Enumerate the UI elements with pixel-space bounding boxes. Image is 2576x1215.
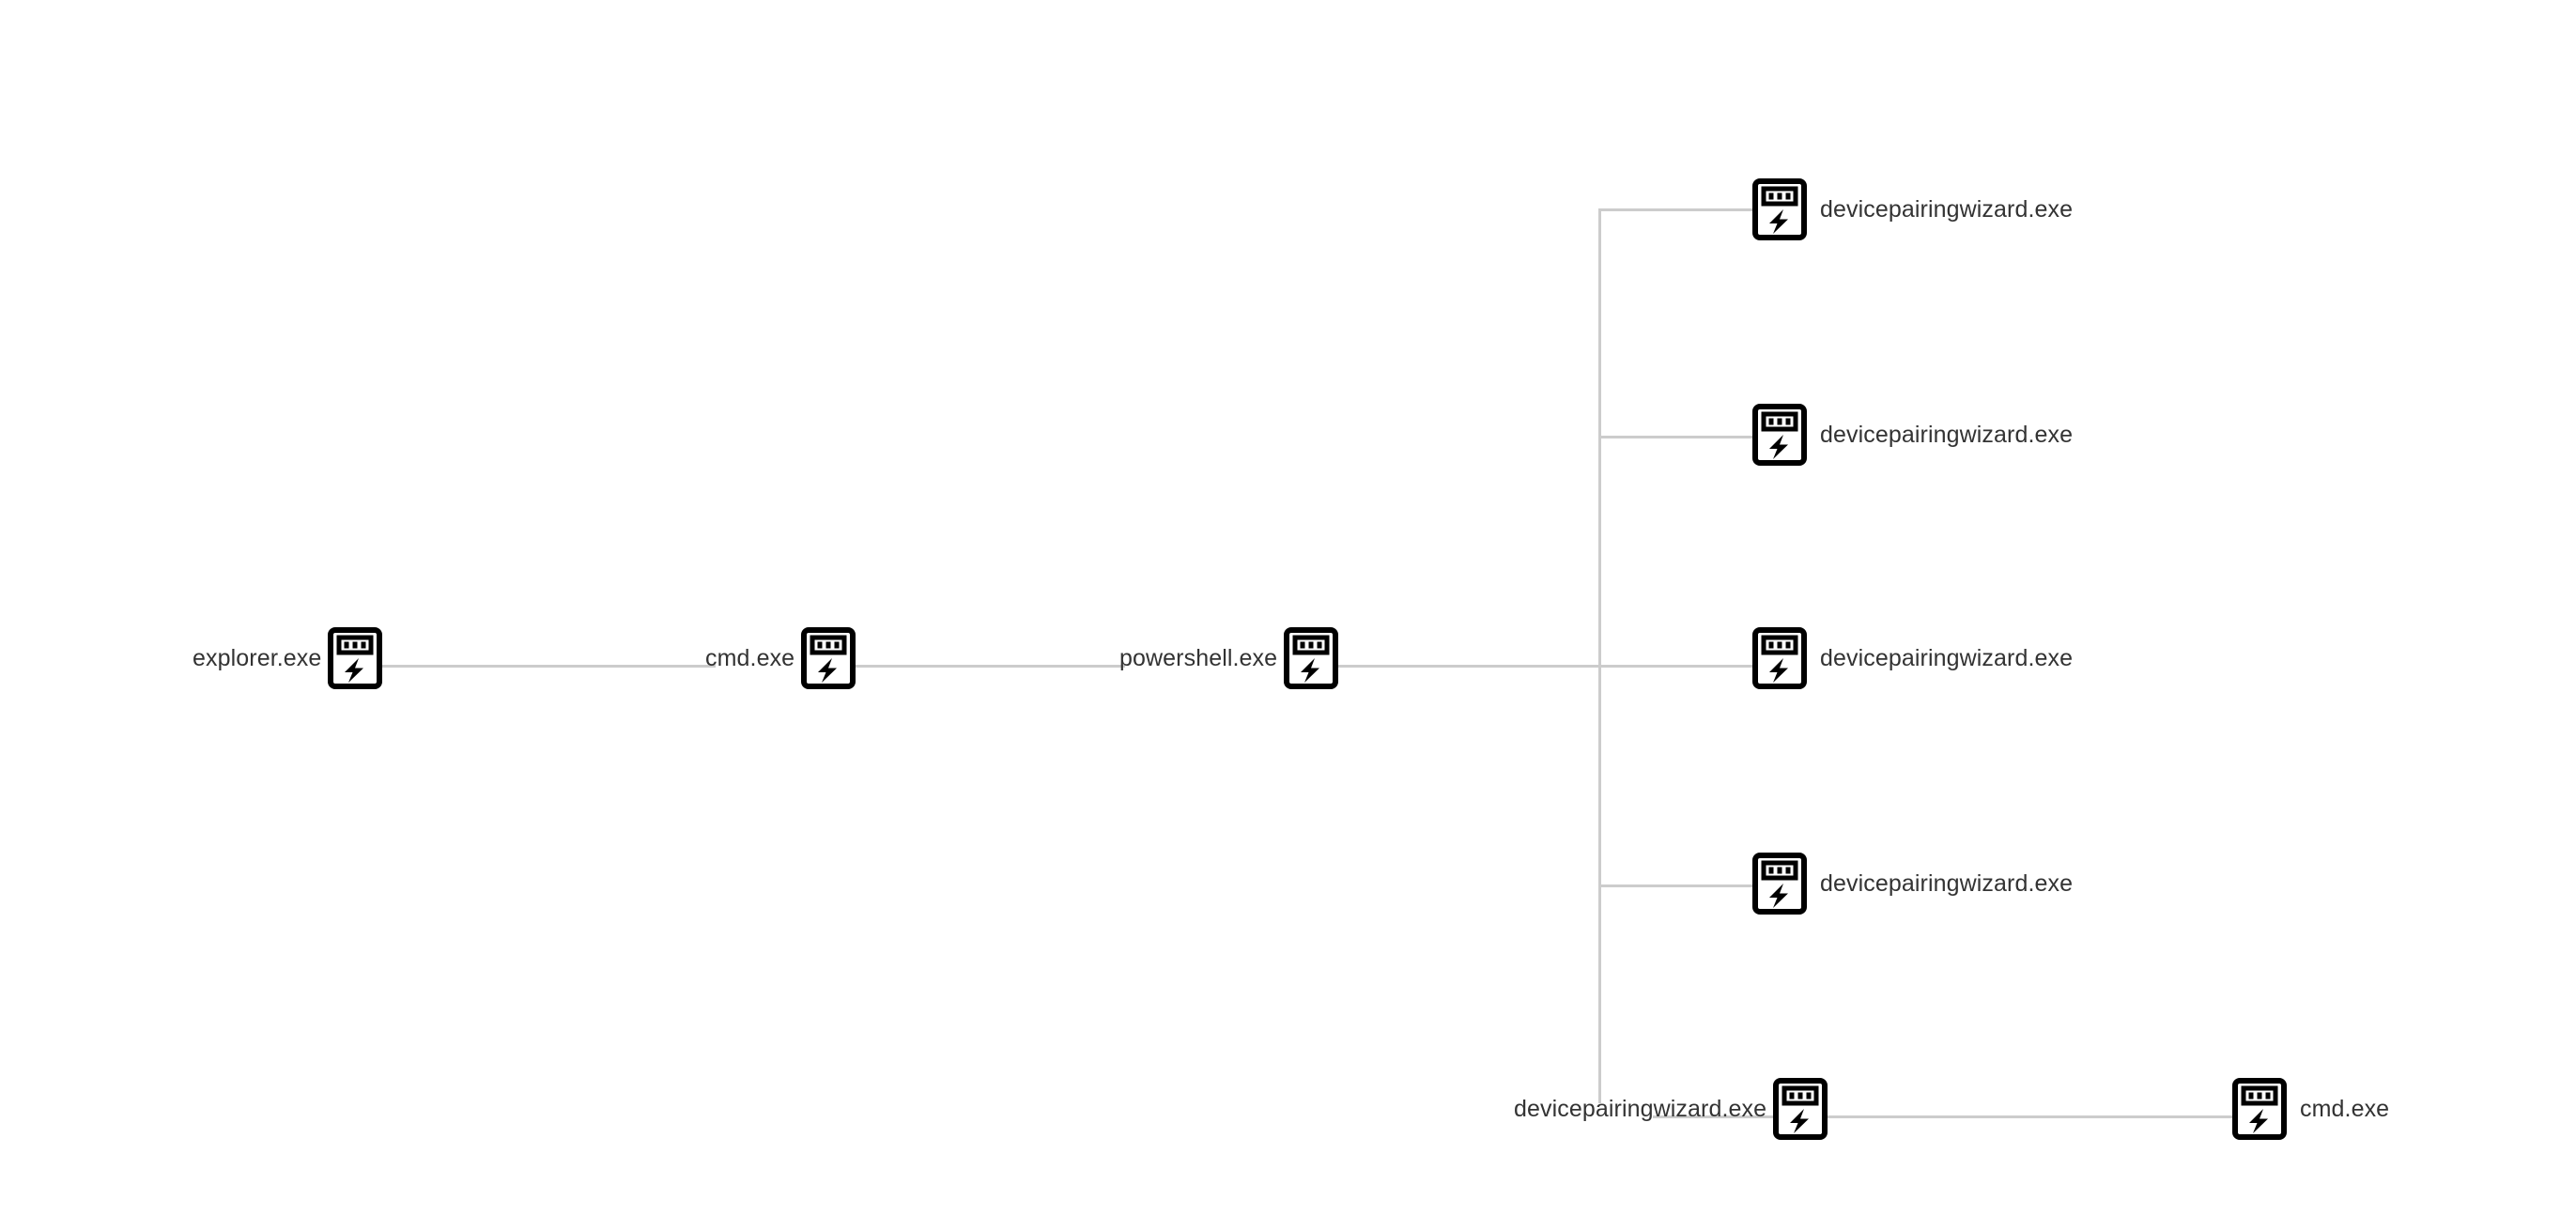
process-executable-icon [1284,627,1339,689]
process-executable-icon [1752,853,1807,915]
process-node-explorer[interactable]: explorer.exe [193,627,383,689]
process-executable-icon [2232,1078,2287,1140]
connector-edge [1598,884,1755,887]
connector-edge [1653,1115,2237,1118]
connector-edge [856,665,1125,668]
connector-edge [1598,436,1755,438]
process-node-label: cmd.exe [705,644,795,671]
process-node-dpw1[interactable]: devicepairingwizard.exe [1752,178,2073,240]
process-node-dpw4[interactable]: devicepairingwizard.exe [1752,853,2073,915]
process-node-label: explorer.exe [193,644,322,671]
process-executable-icon [328,627,383,689]
process-node-cmd2[interactable]: cmd.exe [2232,1078,2389,1140]
connector-edge [1320,665,1755,668]
connector-edge [1598,208,1755,211]
process-node-dpw5[interactable]: devicepairingwizard.exe [1514,1078,1828,1140]
process-node-dpw2[interactable]: devicepairingwizard.exe [1752,404,2073,466]
process-executable-icon [801,627,856,689]
connector-edge [1598,208,1601,1103]
process-node-cmd1[interactable]: cmd.exe [705,627,856,689]
process-node-label: devicepairingwizard.exe [1514,1095,1767,1122]
process-executable-icon [1773,1078,1828,1140]
process-executable-icon [1752,178,1807,240]
process-executable-icon [1752,404,1807,466]
process-node-label: devicepairingwizard.exe [1820,869,2074,897]
process-node-label: devicepairingwizard.exe [1820,421,2074,448]
process-executable-icon [1752,627,1807,689]
process-node-powershell[interactable]: powershell.exe [1119,627,1339,689]
process-node-label: powershell.exe [1119,644,1278,671]
process-node-label: devicepairingwizard.exe [1820,195,2074,223]
process-node-dpw3[interactable]: devicepairingwizard.exe [1752,627,2073,689]
connector-edge [343,665,716,668]
process-node-label: cmd.exe [2300,1095,2390,1122]
process-node-label: devicepairingwizard.exe [1820,644,2074,671]
